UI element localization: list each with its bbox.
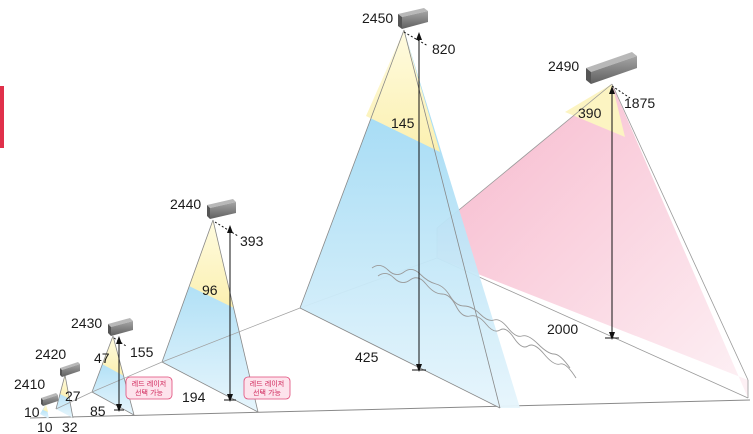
break-marks — [371, 265, 577, 379]
near-width-2420: 27 — [65, 388, 81, 404]
device-2450-icon — [398, 8, 428, 29]
floor-lines — [55, 307, 301, 410]
model-label-2430: 2430 — [71, 315, 102, 331]
distance-2440: 393 — [240, 233, 264, 249]
device-2410-icon — [41, 393, 58, 406]
device-2440-icon — [207, 199, 236, 219]
near-width-2490: 390 — [578, 105, 602, 121]
svg-text:레드 레이저: 레드 레이저 — [132, 379, 166, 388]
red-laser-tag-2: 레드 레이저 선택 가능 — [243, 376, 291, 400]
far-width-2410: 10 — [37, 419, 53, 434]
far-width-2420: 32 — [62, 419, 78, 434]
far-width-2440: 194 — [182, 389, 206, 405]
near-width-2430: 47 — [94, 350, 110, 366]
dimension-arrows — [116, 32, 615, 412]
distance-2450: 820 — [432, 41, 456, 57]
near-width-2450: 145 — [391, 115, 415, 131]
far-width-2490: 2000 — [547, 321, 578, 337]
distance-2430: 155 — [130, 344, 154, 360]
dimension-lines — [113, 31, 631, 411]
svg-text:레드 레이저: 레드 레이저 — [250, 379, 284, 388]
red-laser-tag-1: 레드 레이저 선택 가능 — [125, 376, 173, 400]
ground-line — [29, 399, 751, 419]
beam-2440 — [161, 219, 259, 413]
device-2430-icon — [108, 318, 133, 336]
side-accent-bar — [0, 86, 4, 148]
model-label-2450: 2450 — [362, 10, 393, 26]
beam-2450 — [299, 29, 520, 409]
near-width-2440: 96 — [202, 282, 218, 298]
distance-2490: 1875 — [624, 95, 655, 111]
far-width-2430: 85 — [90, 403, 106, 419]
device-2420-icon — [60, 362, 80, 377]
model-label-2440: 2440 — [170, 196, 201, 212]
near-width-2410: 10 — [24, 404, 40, 420]
model-label-2410: 2410 — [14, 376, 45, 392]
model-label-2420: 2420 — [35, 346, 66, 362]
far-width-2450: 425 — [355, 349, 379, 365]
svg-text:선택 가능: 선택 가능 — [253, 388, 282, 397]
device-2490-icon — [586, 52, 637, 84]
beam-2410 — [40, 404, 49, 419]
svg-text:선택 가능: 선택 가능 — [135, 388, 164, 397]
model-label-2490: 2490 — [548, 58, 579, 74]
